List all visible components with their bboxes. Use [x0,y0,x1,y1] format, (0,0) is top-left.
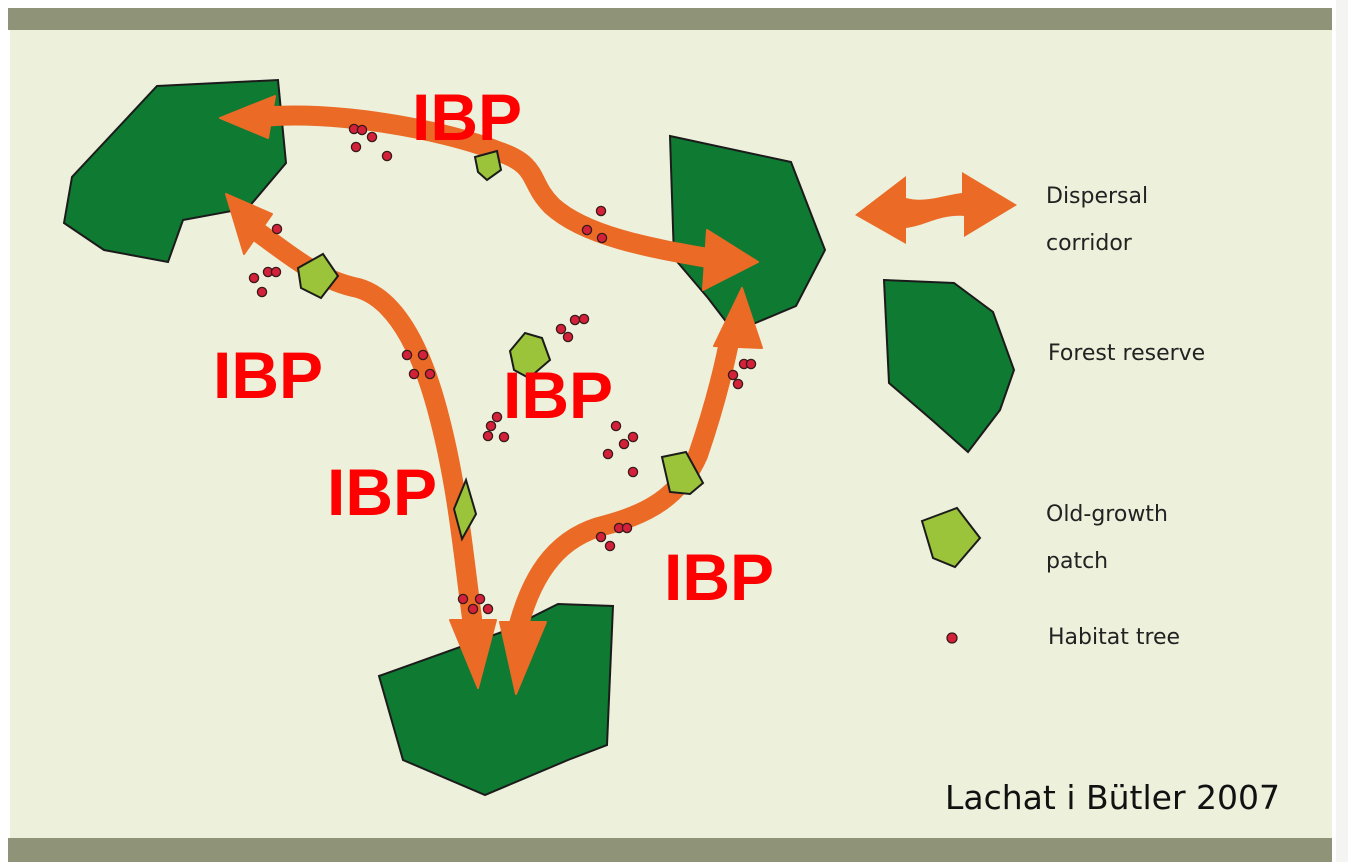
legend-dispersal-corridor: Dispersal corridor [855,172,1148,256]
old-growth-patch [452,476,478,542]
ibp-labels: IBP IBP IBP IBP IBP [213,80,774,614]
legend-double-arrow-icon [855,172,1017,244]
ibp-label-top: IBP [412,80,522,154]
arrowhead-east [702,229,759,291]
dispersal-corridors [245,105,741,634]
legend-habitat-tree: Habitat tree [946,625,1180,650]
top-border [8,8,1332,30]
old-growth-patches [296,149,705,542]
corridor-left-down [245,220,482,628]
corridor-top [252,105,718,268]
legend-patch-icon [920,506,982,569]
ibp-label-lower-right: IBP [664,540,774,614]
legend-forest-icon [882,278,1016,454]
old-growth-patch [296,252,340,300]
ibp-label-center: IBP [503,358,613,432]
ibp-label-left: IBP [213,338,323,412]
legend-label-dispersal: Dispersal [1046,184,1148,209]
arrowhead-northeast-up [713,287,763,349]
arrowhead-northwest-top [219,95,276,139]
side-strip [1336,0,1348,862]
bottom-border [8,838,1332,862]
legend-forest-reserve: Forest reserve [882,278,1205,454]
legend-label-old-growth: Old-growth [1046,502,1168,527]
ibp-label-lower-left: IBP [327,455,437,529]
corridor-right [509,322,741,634]
legend-label-corridor: corridor [1046,231,1133,256]
arrowhead-south-left [449,619,497,689]
legend: Dispersal corridor Forest reserve Old-gr… [855,172,1205,650]
old-growth-patch [660,450,705,496]
legend-old-growth-patch: Old-growth patch [920,502,1168,574]
corridor-arrowheads [219,95,763,695]
arrowhead-northwest-left [225,193,273,255]
forest-reserve-south [377,602,615,797]
legend-label-patch: patch [1046,549,1108,574]
legend-habitat-tree-icon [946,632,958,644]
arrowhead-south-right [499,621,547,695]
legend-label-habitat-tree: Habitat tree [1048,625,1180,650]
old-growth-patch [508,331,552,380]
source-credit: Lachat i Bütler 2007 [945,778,1280,817]
legend-label-forest-reserve: Forest reserve [1048,341,1205,366]
old-growth-patch [473,149,503,182]
